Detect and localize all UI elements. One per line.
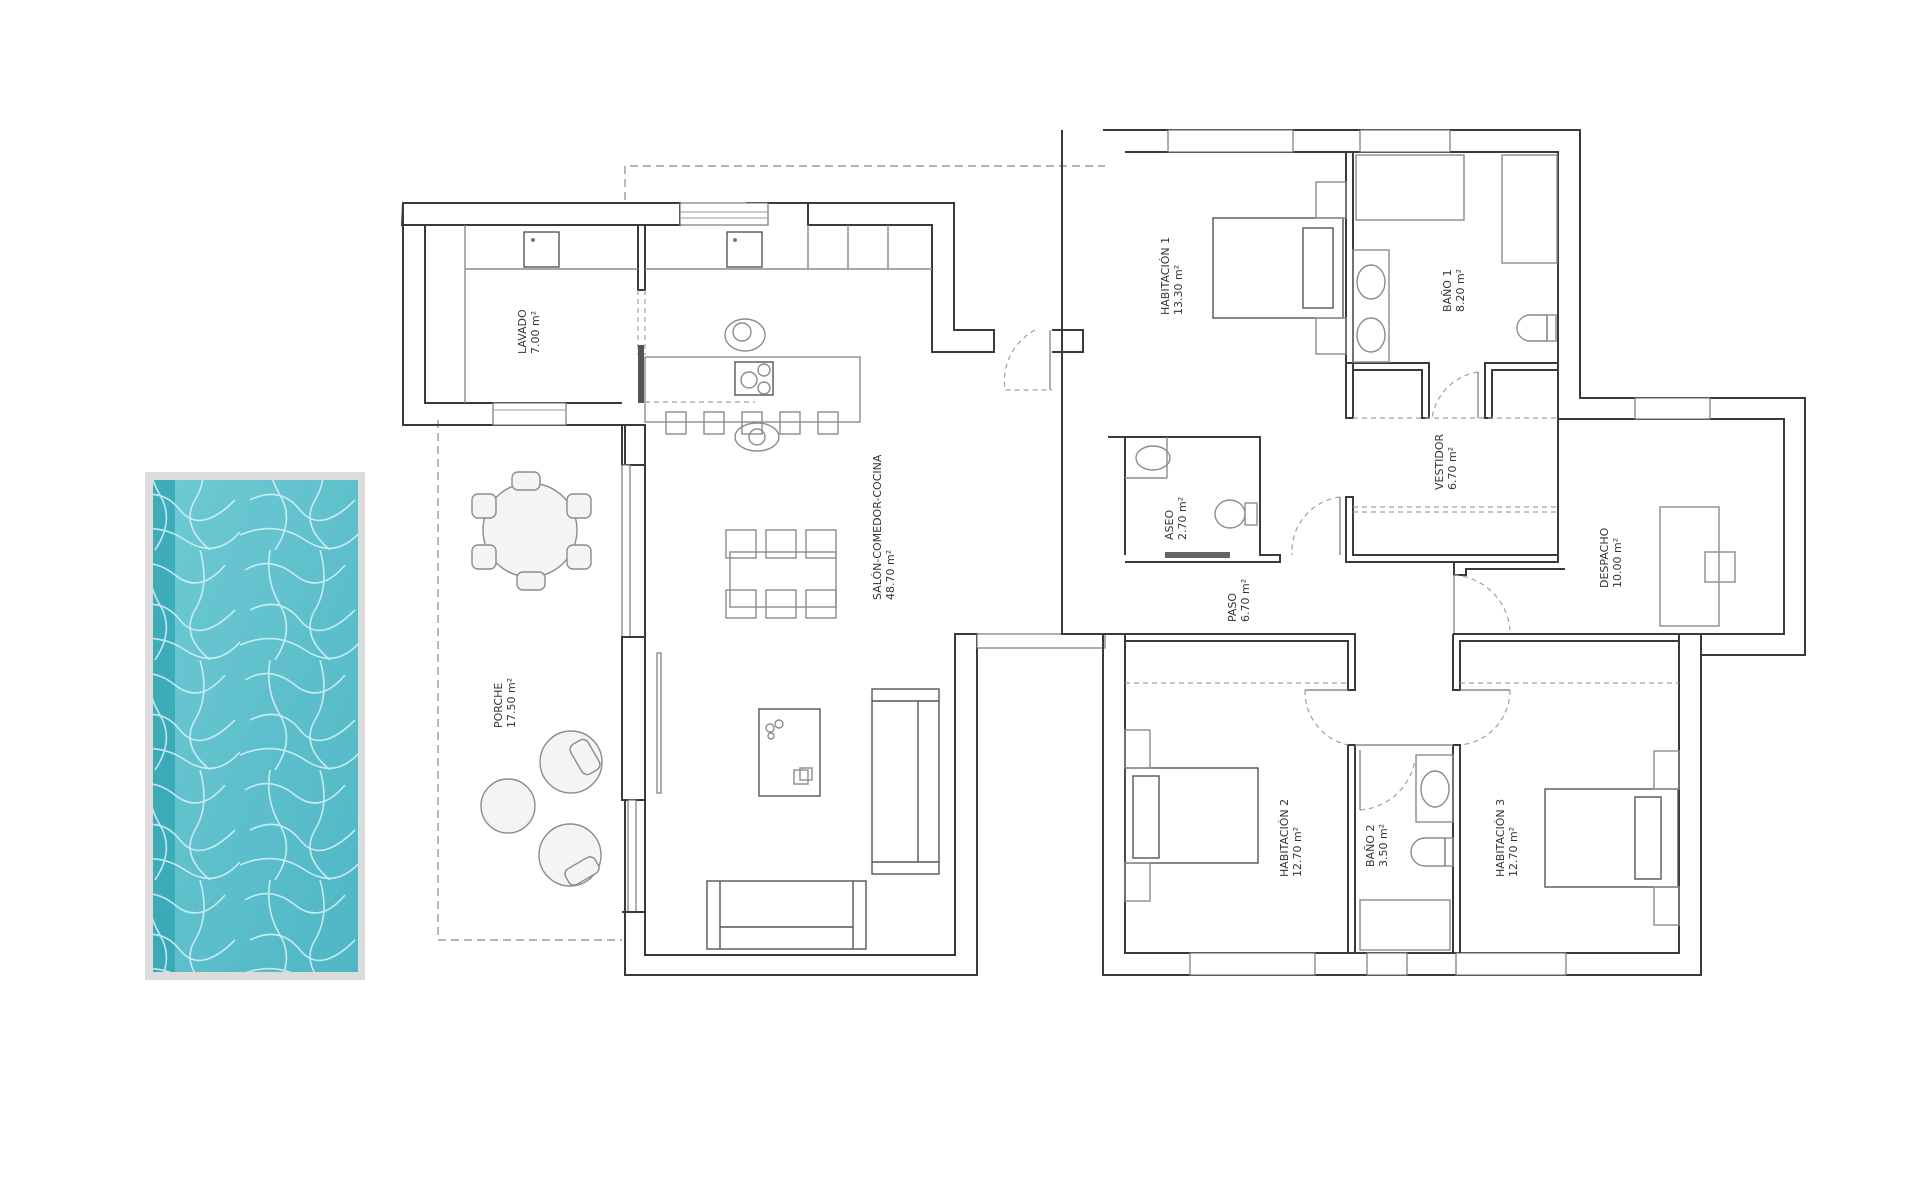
bed-habitacion-1 [1212,181,1347,355]
desk-despacho [1659,506,1736,627]
room-area: 17.50 m² [505,677,518,728]
room-area: 10.00 m² [1611,537,1624,588]
room-name: PASO [1226,592,1239,622]
room-area: 12.70 m² [1507,826,1520,877]
room-name: SALÓN-COMEDOR-COCINA [871,454,884,600]
bedroom-block-walls [1061,129,1806,976]
room-label-porche: PORCHE 17.50 m² [492,678,518,728]
room-label-aseo: ASEO 2.70 m² [1163,497,1189,540]
bed-habitacion-2 [1124,729,1259,902]
room-area: 2.70 m² [1176,496,1189,540]
room-name: BAÑO 1 [1441,269,1454,312]
kitchen-furniture [644,225,932,452]
room-label-bano-2: BAÑO 2 3.50 m² [1364,824,1390,867]
living-furniture [656,652,940,950]
room-area: 13.30 m² [1172,264,1185,315]
room-label-habitacion-2: HABITACIÓN 2 12.70 m² [1278,799,1304,877]
laundry-furniture [464,225,638,403]
room-area: 7.00 m² [529,310,542,354]
bed-habitacion-3 [1544,750,1680,926]
room-name: DESPACHO [1598,527,1611,588]
door-swing [1003,329,1052,391]
room-label-vestidor: VESTIDOR 6.70 m² [1433,434,1459,490]
room-label-lavado: LAVADO 7.00 m² [516,309,542,354]
room-name: HABITACIÓN 1 [1159,236,1172,315]
room-name: BAÑO 2 [1364,824,1377,867]
room-area: 8.20 m² [1454,268,1467,312]
living-block-walls [400,202,1106,976]
room-area: 12.70 m² [1291,826,1304,877]
porch-outline [437,420,622,941]
room-name: ASEO [1163,509,1176,540]
room-name: HABITACIÓN 3 [1494,798,1507,877]
room-label-habitacion-1: HABITACIÓN 1 13.30 m² [1159,237,1185,315]
room-name: HABITACIÓN 2 [1278,798,1291,877]
dining-table [725,529,837,619]
pool [145,472,365,980]
room-name: VESTIDOR [1433,433,1446,490]
room-area: 6.70 m² [1446,446,1459,490]
room-name: PORCHE [492,682,505,728]
room-area: 3.50 m² [1377,823,1390,867]
bathroom1-fixtures [1352,154,1558,363]
room-area: 6.70 m² [1239,578,1252,622]
porch-furniture [471,471,603,887]
pergola-outline [624,165,1105,200]
room-area: 48.70 m² [884,549,897,600]
room-label-salon: SALÓN-COMEDOR-COCINA 48.70 m² [871,455,897,600]
room-name: LAVADO [516,309,529,354]
room-label-bano-1: BAÑO 1 8.20 m² [1441,269,1467,312]
room-label-paso: PASO 6.70 m² [1226,579,1252,622]
room-label-despacho: DESPACHO 10.00 m² [1598,528,1624,588]
room-label-habitacion-3: HABITACIÓN 3 12.70 m² [1494,799,1520,877]
